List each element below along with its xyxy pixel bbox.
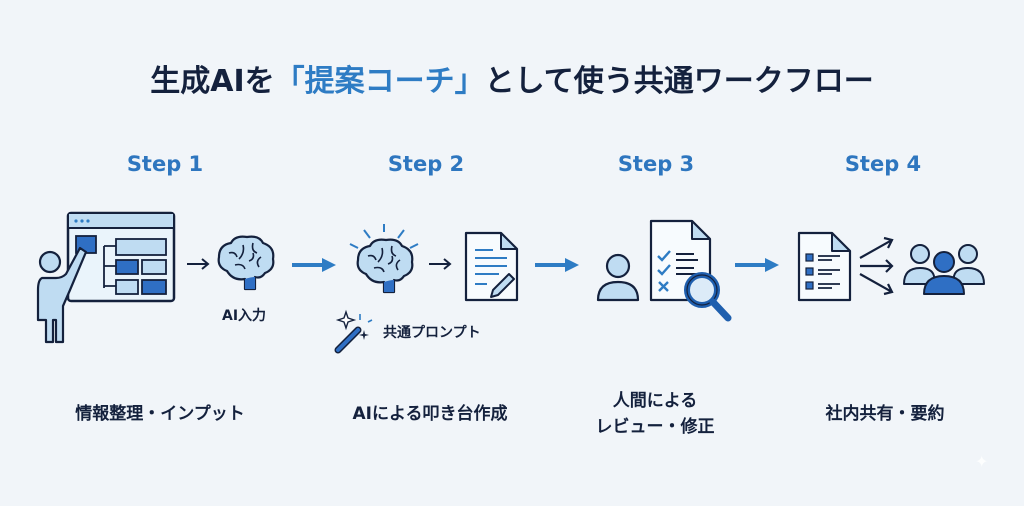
title-highlight: 「提案コーチ」 xyxy=(274,64,485,99)
list-document-icon xyxy=(797,231,852,302)
flow-arrow-3-4 xyxy=(735,258,779,272)
step-1-label: 情報整理・インプット xyxy=(75,404,245,424)
step-2-label: AIによる叩き台作成 xyxy=(352,404,508,424)
title-prefix: 生成AIを xyxy=(150,64,275,99)
glowing-brain-icon xyxy=(349,224,419,294)
step-4-label: 社内共有・要約 xyxy=(825,404,945,424)
share-arrows-icon xyxy=(859,236,894,296)
brain-icon xyxy=(217,235,275,291)
document-edit-icon xyxy=(464,231,519,302)
flow-arrow-1-2 xyxy=(292,258,336,272)
team-icon xyxy=(903,244,985,295)
title-suffix: として使う共通ワークフロー xyxy=(484,64,874,99)
step-4-heading: Step 4 xyxy=(844,152,922,176)
magnifier-icon xyxy=(684,272,732,322)
sparkle-icon: ✦ xyxy=(975,452,989,471)
arrow-right-icon xyxy=(187,258,210,270)
ai-input-label: AI入力 xyxy=(222,308,267,324)
step-3-label-line2: レビュー・修正 xyxy=(595,417,715,437)
dashboard-window-icon xyxy=(66,211,176,303)
page-title: 生成AIを「提案コーチ」として使う共通ワークフロー xyxy=(0,56,1024,100)
magic-wand-icon xyxy=(334,309,373,354)
common-prompt-label: 共通プロンプト xyxy=(383,325,481,341)
step-3-heading: Step 3 xyxy=(617,152,695,176)
arrow-right-icon xyxy=(429,258,452,270)
presenter-icon xyxy=(36,246,88,344)
flow-arrow-2-3 xyxy=(535,258,579,272)
person-icon xyxy=(596,253,640,302)
step-3-label: 人間による レビュー・修正 xyxy=(575,388,735,440)
step-2-heading: Step 2 xyxy=(387,152,465,176)
step-1-heading: Step 1 xyxy=(126,152,204,176)
step-3-label-line1: 人間による xyxy=(612,391,698,411)
